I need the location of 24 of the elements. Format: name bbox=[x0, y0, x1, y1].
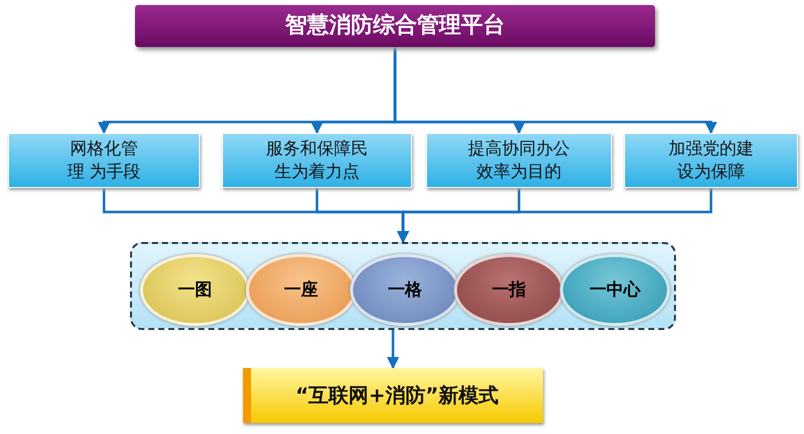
title-bar bbox=[135, 5, 655, 47]
node-text: 一图 bbox=[178, 278, 212, 302]
connector-arrow bbox=[394, 47, 718, 134]
node-text: 服务和保障民生为着力点 bbox=[266, 138, 368, 184]
connector-arrow bbox=[386, 330, 400, 370]
result-box bbox=[243, 368, 543, 423]
connector-arrow bbox=[396, 188, 712, 244]
ellipse-node bbox=[140, 254, 250, 326]
node-text: 智慧消防综合管理平台 bbox=[285, 12, 505, 40]
dashed-panel bbox=[130, 242, 676, 330]
node-text: 网格化管理 为手段 bbox=[66, 138, 142, 184]
node-text: 一中心 bbox=[590, 278, 640, 302]
node-text: 提高协同办公效率为目的 bbox=[468, 138, 570, 184]
node-text: 一座 bbox=[284, 278, 318, 302]
node-text: 一指 bbox=[492, 278, 526, 302]
node-text: 一格 bbox=[388, 278, 422, 302]
ellipse-node bbox=[560, 254, 670, 326]
goal-box bbox=[8, 133, 200, 188]
goal-box bbox=[426, 133, 612, 188]
node-text: “互联网+消防”新模式 bbox=[295, 382, 499, 409]
goal-box bbox=[624, 133, 798, 188]
node-text: 加强党的建设为保障 bbox=[668, 138, 754, 184]
goal-box bbox=[222, 133, 412, 188]
ellipse-node bbox=[454, 254, 564, 326]
